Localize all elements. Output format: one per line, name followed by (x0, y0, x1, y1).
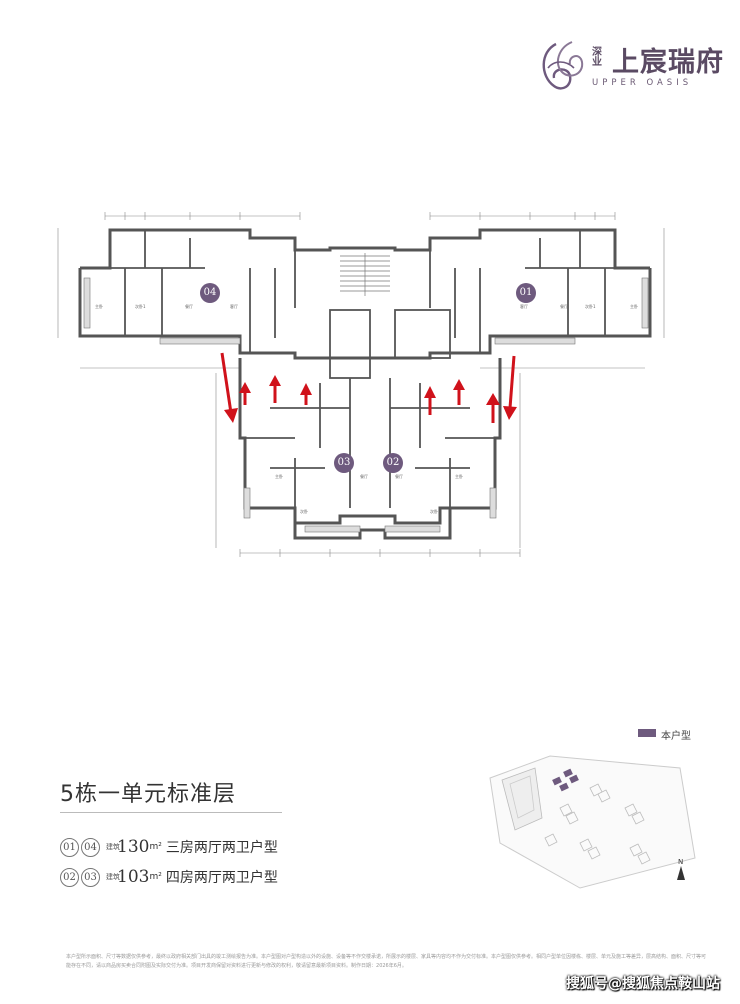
disclaimer: 本户型所示面积、尺寸等数据仅供参考，最终以政府相关部门出具的竣工测绘报告为准。本… (66, 954, 707, 969)
dimension-lines (57, 215, 665, 554)
svg-text:客厅: 客厅 (520, 303, 528, 309)
unit-label-04: 04 (203, 287, 217, 298)
svg-text:客厅: 客厅 (230, 303, 238, 309)
area-value: 130 (117, 837, 150, 857)
area-prefix: 建筑 (106, 842, 120, 851)
legend-swatch (638, 729, 656, 737)
svg-text:主卧: 主卧 (95, 303, 103, 309)
unit-label-02: 02 (386, 457, 400, 468)
svg-text:次卧: 次卧 (300, 508, 308, 514)
svg-text:次卧: 次卧 (430, 508, 438, 514)
brand-name: 上宸瑞府 (612, 47, 724, 78)
unit-circle: 04 (81, 837, 100, 857)
area-value: 103 (117, 867, 150, 887)
svg-text:N: N (678, 858, 683, 866)
svg-text:次卧1: 次卧1 (585, 303, 596, 309)
walls (78, 228, 652, 540)
unit-type-row-1: 01 04 建筑 130 m² 三房两厅两卫户型 (60, 836, 278, 858)
watermark: 搜狐号@搜狐焦点鞍山站 (566, 976, 720, 992)
area-unit: m² (149, 842, 162, 852)
svg-text:主卧: 主卧 (275, 473, 283, 479)
area-prefix: 建筑 (106, 872, 120, 881)
unit-type-name: 四房两厅两卫户型 (165, 870, 278, 886)
direction-arrows (220, 352, 517, 423)
svg-text:餐厅: 餐厅 (185, 303, 193, 309)
unit-type-row-2: 02 03 建筑 103 m² 四房两厅两卫户型 (60, 866, 278, 888)
svg-text:餐厅: 餐厅 (560, 303, 568, 309)
unit-circle: 03 (81, 867, 100, 887)
unit-type-name: 三房两厅两卫户型 (165, 840, 278, 856)
unit-circle: 01 (60, 837, 79, 857)
floor-title: 5栋一单元标准层 (60, 782, 236, 807)
area-unit: m² (149, 872, 162, 882)
north-arrow-icon: N (677, 858, 685, 880)
brand-logo-mark (542, 41, 584, 90)
unit-circle: 02 (60, 867, 79, 887)
brand-logo (536, 38, 716, 94)
legend-label: 本户型 (661, 731, 691, 742)
site-map: N (489, 755, 696, 889)
title-divider (60, 812, 282, 813)
svg-text:餐厅: 餐厅 (395, 473, 403, 479)
site-highlight (552, 768, 579, 792)
brand-small: 深业 (592, 47, 602, 68)
svg-text:主卧: 主卧 (630, 303, 638, 309)
svg-text:主卧: 主卧 (455, 473, 463, 479)
unit-label-01: 01 (519, 287, 533, 298)
unit-markers (200, 283, 536, 473)
unit-label-03: 03 (337, 457, 351, 468)
svg-text:次卧1: 次卧1 (135, 303, 146, 309)
brand-name-en: UPPER OASIS (592, 78, 693, 88)
svg-text:餐厅: 餐厅 (360, 473, 368, 479)
